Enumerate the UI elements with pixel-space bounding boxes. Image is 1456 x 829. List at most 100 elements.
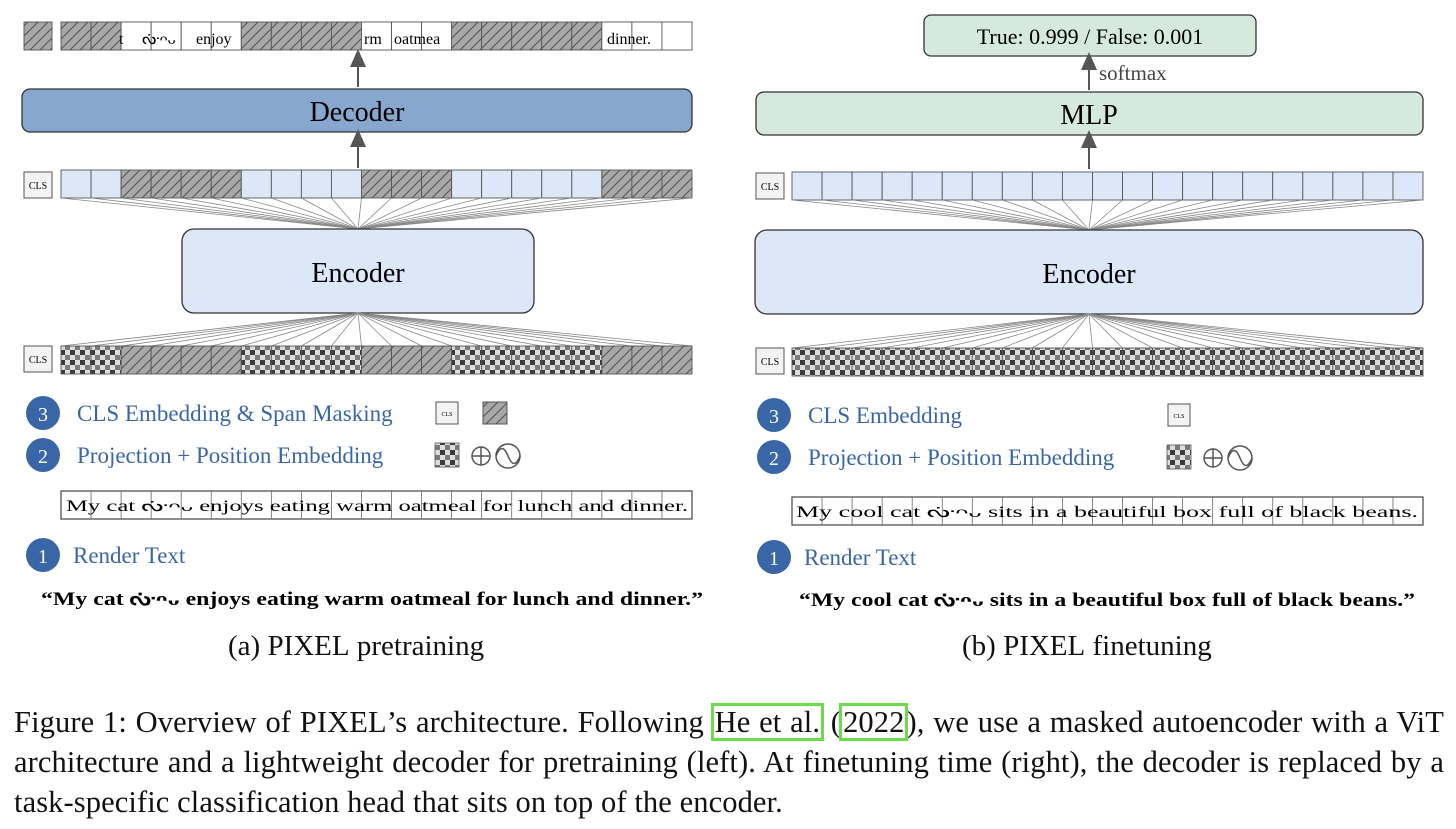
output-fragment: oatmea xyxy=(394,31,440,48)
input-patch xyxy=(1182,347,1214,377)
patch-embedding xyxy=(240,169,272,199)
subcaption-suffix: pretraining xyxy=(349,630,485,662)
input-patch xyxy=(1061,347,1093,377)
fan-line xyxy=(357,312,662,347)
input-patch xyxy=(541,345,573,375)
cls-legend-icon xyxy=(1167,403,1191,427)
input-patch xyxy=(1242,347,1274,377)
fan-line xyxy=(181,312,359,347)
fan-line xyxy=(90,312,359,347)
fan-line xyxy=(1002,313,1090,349)
fan-line xyxy=(357,312,632,347)
position-embedding-icon xyxy=(471,443,521,469)
input-patch xyxy=(300,345,332,375)
patch-embedding xyxy=(851,171,883,201)
citation-year-link[interactable]: 2022 xyxy=(839,703,909,741)
fan-line xyxy=(972,313,1090,349)
input-patch xyxy=(661,345,693,375)
masked-patch xyxy=(571,21,603,51)
fan-line xyxy=(972,199,1090,231)
cls-label: CLS xyxy=(761,357,779,368)
step-2-circle xyxy=(757,440,791,474)
patch-embedding xyxy=(421,169,453,199)
fan-line xyxy=(357,197,602,230)
step-1-circle xyxy=(757,540,791,574)
fan-line xyxy=(1088,199,1273,231)
input-quote: “My cat ᔠᴖᴗ enjoys eating warm oatmeal f… xyxy=(41,589,703,610)
step-1-number: 1 xyxy=(769,548,779,570)
subcaption-prefix: (a) xyxy=(228,630,268,662)
patch-legend-icon xyxy=(1166,444,1192,470)
patch-legend-icon xyxy=(434,442,460,468)
patch-embedding xyxy=(941,171,973,201)
patch-embedding xyxy=(90,169,122,199)
subcaption-model: PIXEL xyxy=(267,630,350,662)
caption-text: ), we use a masked autoencoder with a Vi… xyxy=(14,705,1444,819)
step-3-number: 3 xyxy=(769,406,779,428)
fan-line xyxy=(821,313,1090,349)
reconstructed-patch xyxy=(601,21,633,51)
input-patch xyxy=(180,345,212,375)
fan-line xyxy=(211,312,359,347)
fan-line xyxy=(1088,313,1393,349)
cls-token xyxy=(755,172,785,200)
fan-line xyxy=(882,199,1090,231)
rendered-text-strip xyxy=(60,490,693,520)
step-3-number: 3 xyxy=(38,404,48,426)
panel-pretraining: t ᔠᴖᴗ enjoy rm oatmea dinner. Decoder CL… xyxy=(21,21,703,610)
input-patch xyxy=(240,345,272,375)
cls-token xyxy=(23,171,53,199)
citation-author-link[interactable]: He et al. xyxy=(710,703,825,741)
fan-line xyxy=(357,197,512,230)
fan-line xyxy=(121,312,359,347)
reconstructed-patch xyxy=(120,21,152,51)
output-fragment: enjoy xyxy=(196,31,232,48)
masked-patch xyxy=(541,21,573,51)
rendered-text-gridlines xyxy=(90,491,663,519)
input-patch xyxy=(90,345,122,375)
patch-embedding xyxy=(1302,171,1334,201)
patch-embedding xyxy=(1031,171,1063,201)
fan-line xyxy=(1088,199,1303,231)
fan-lines xyxy=(60,197,693,230)
fan-line xyxy=(357,312,422,347)
fan-line xyxy=(1062,199,1090,231)
rendered-text: My cat ᔠᴖᴗ enjoys eating warm oatmeal fo… xyxy=(66,498,688,515)
subcaption-a: (a) PIXEL pretraining xyxy=(228,630,484,663)
fan-line xyxy=(357,312,512,347)
input-patch xyxy=(60,345,92,375)
fan-line xyxy=(357,312,362,347)
patch-embedding xyxy=(1061,171,1093,201)
fan-line xyxy=(357,312,572,347)
input-patch xyxy=(451,345,483,375)
patch-embedding xyxy=(1272,171,1304,201)
patch-embedding xyxy=(1152,171,1184,201)
fan-line xyxy=(1088,199,1393,231)
reconstructed-patch xyxy=(150,21,182,51)
fan-line xyxy=(852,313,1090,349)
patch-embedding xyxy=(631,169,663,199)
fan-line xyxy=(151,197,359,230)
patch-embedding xyxy=(391,169,423,199)
input-quote: “My cool cat ᔠᴖᴗ sits in a beautiful box… xyxy=(799,590,1415,611)
rendered-text-strip xyxy=(791,496,1424,526)
fan-line xyxy=(1088,199,1363,231)
subcaption-model: PIXEL xyxy=(1003,630,1086,662)
output-fragment: t xyxy=(119,31,124,48)
fan-line xyxy=(1002,199,1090,231)
fan-line xyxy=(357,312,542,347)
patch-embedding xyxy=(1212,171,1244,201)
fan-line xyxy=(357,312,392,347)
cls-label: CLS xyxy=(29,355,47,366)
masked-patch xyxy=(511,21,543,51)
masked-patch xyxy=(330,21,362,51)
reconstructed-patch xyxy=(421,21,453,51)
fan-line xyxy=(91,197,359,230)
fan-line xyxy=(301,197,359,230)
patch-embedding xyxy=(541,169,573,199)
fan-line xyxy=(60,312,359,347)
patch-embedding xyxy=(1362,171,1394,201)
fan-line xyxy=(357,197,422,230)
fan-line xyxy=(822,199,1090,231)
input-patch xyxy=(120,345,152,375)
